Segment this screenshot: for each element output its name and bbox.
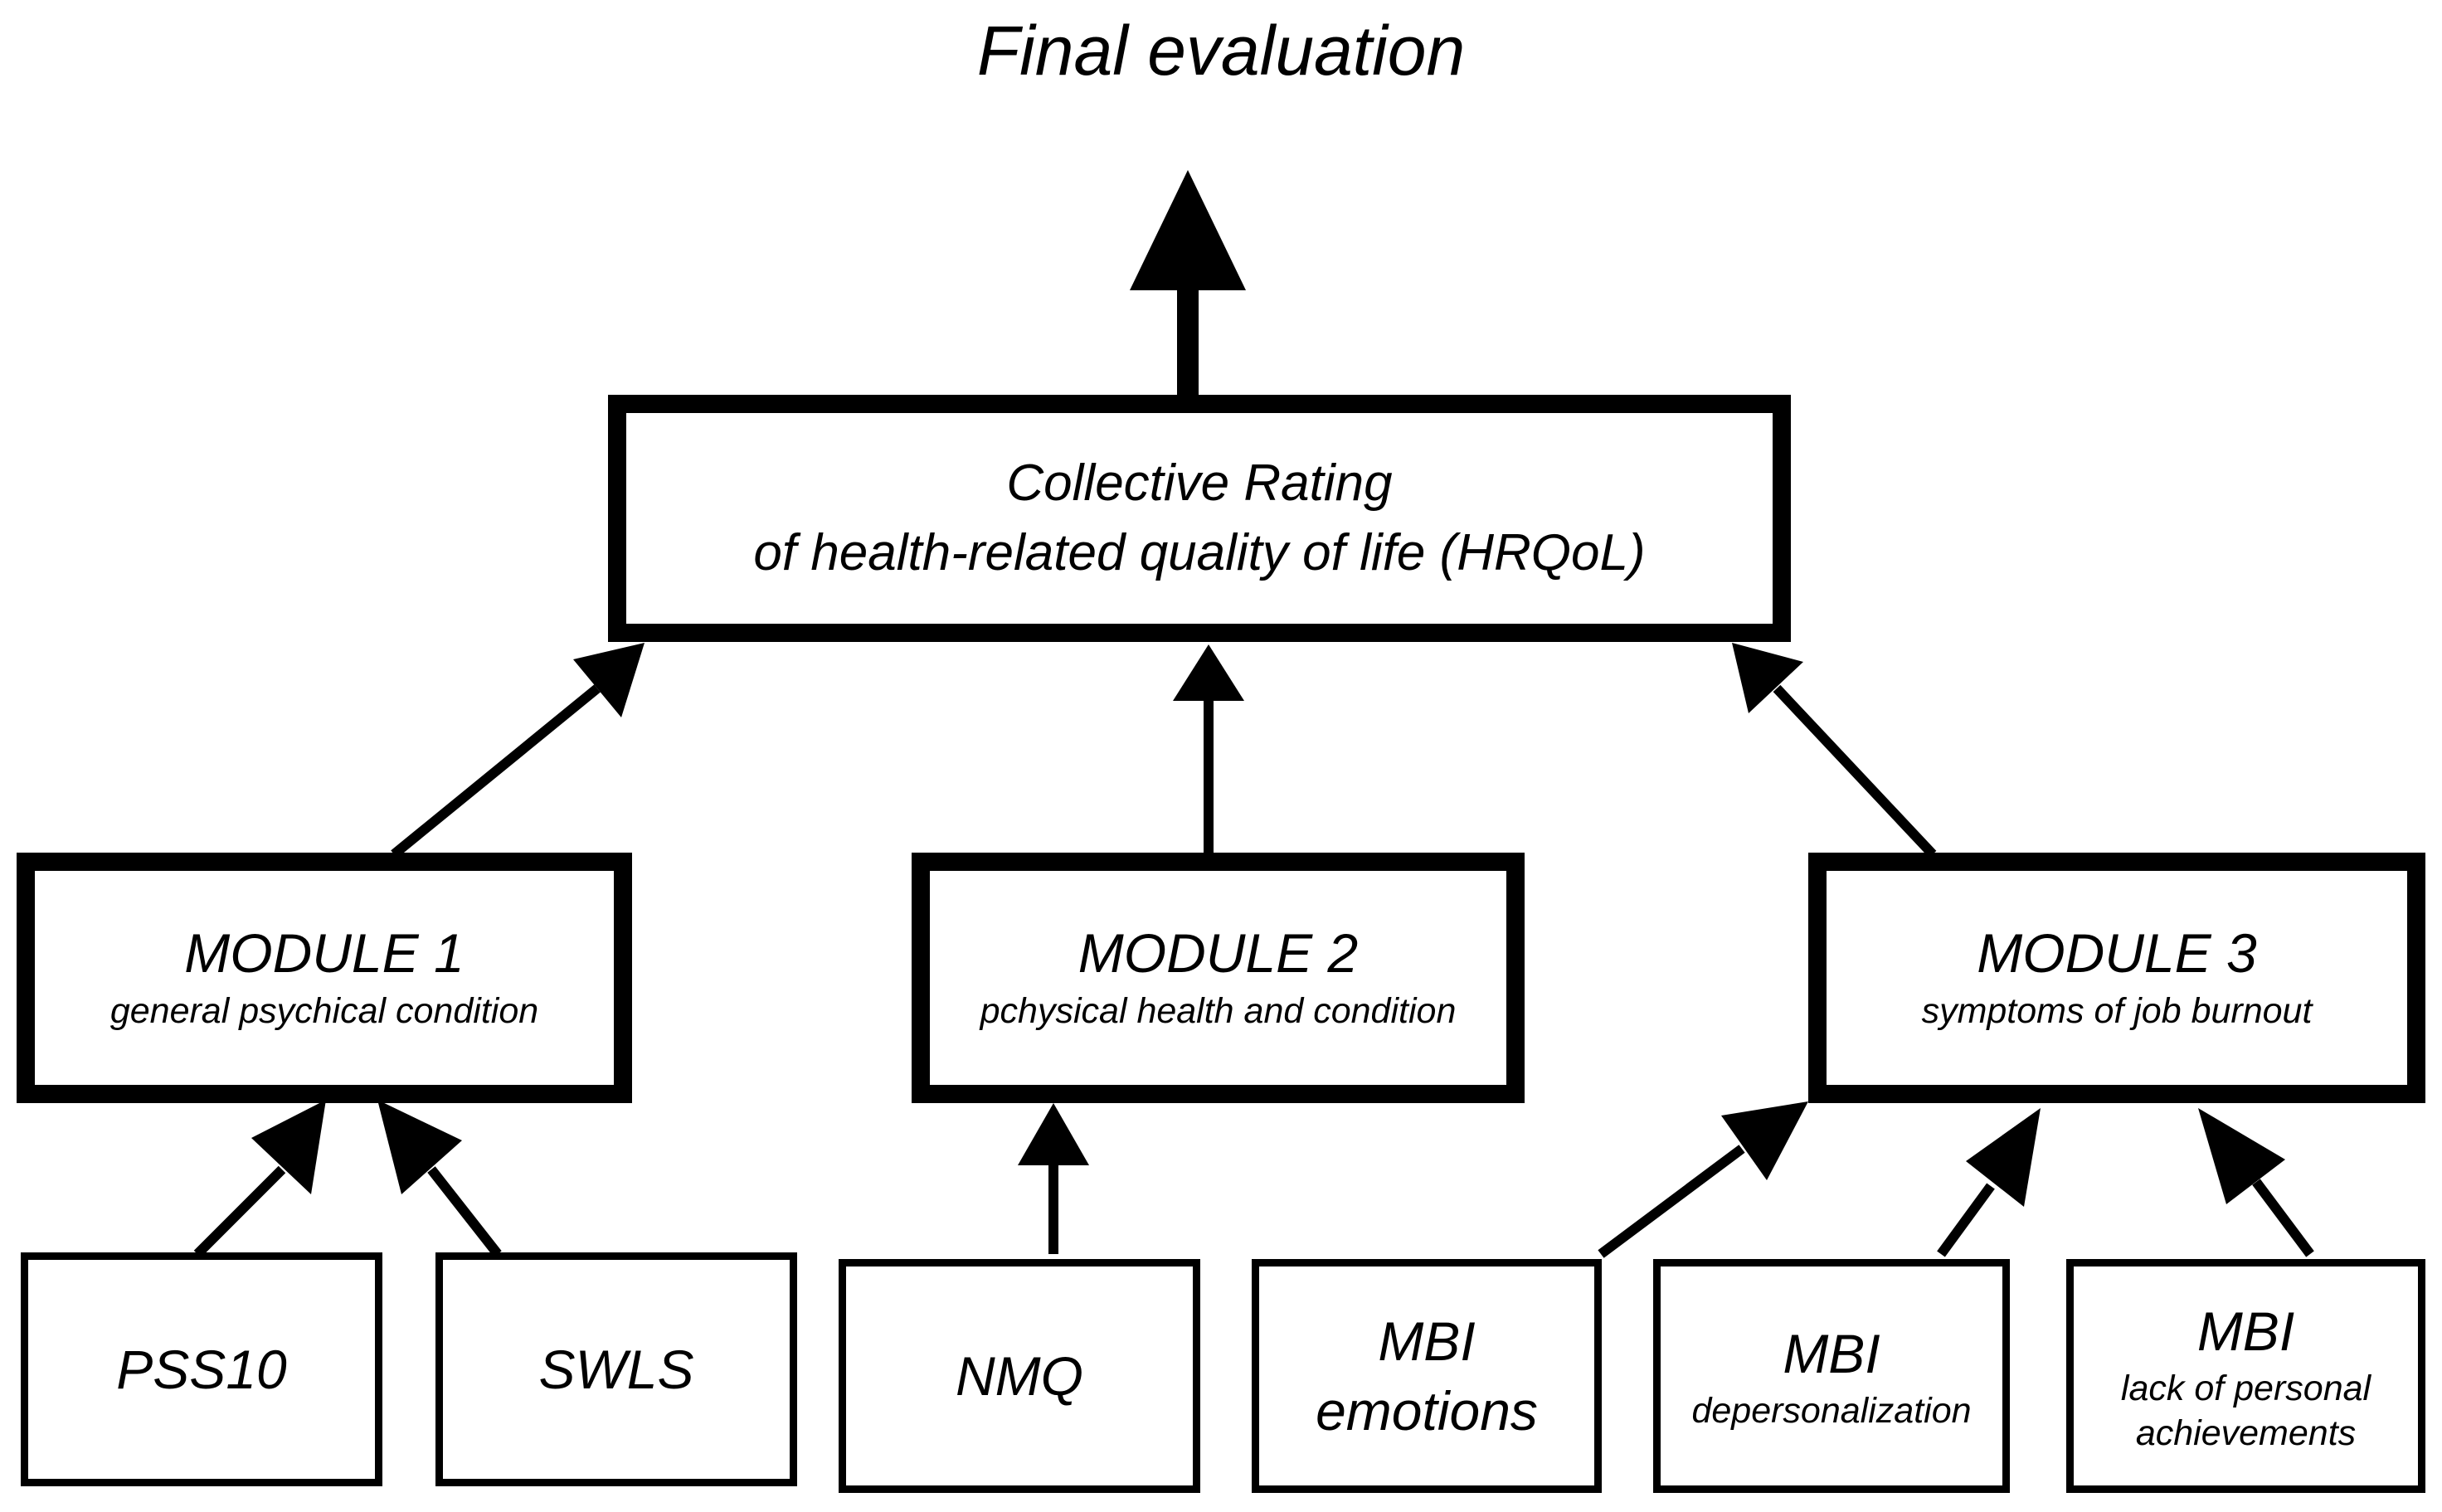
arrow-mbi-depersonalization-to-module3	[1937, 1183, 1995, 1257]
mbi-emotions-line1: MBI	[1378, 1310, 1476, 1372]
arrowhead-final	[1130, 170, 1246, 290]
nmq-box: NMQ	[839, 1259, 1200, 1493]
mbi-emotions-box: MBI emotions	[1252, 1259, 1602, 1493]
arrowhead-mbi-achievements	[2198, 1108, 2285, 1204]
arrowhead-module3	[1732, 643, 1803, 713]
arrow-swls-to-module1	[427, 1166, 502, 1257]
swls-box: SWLS	[435, 1252, 797, 1486]
arrowhead-swls	[377, 1100, 462, 1194]
arrowhead-pss10	[251, 1100, 326, 1194]
module-3-box: MODULE 3 symptoms of job burnout	[1808, 853, 2425, 1103]
mbi-depersonalization-box: MBI depersonalization	[1653, 1259, 2010, 1493]
arrowhead-nmq	[1018, 1103, 1089, 1165]
arrowhead-mbi-emotions	[1721, 1101, 1808, 1180]
module-1-description: general psychical condition	[109, 991, 539, 1031]
module-1-box: MODULE 1 general psychical condition	[17, 853, 632, 1103]
mbi-depersonalization-line1: MBI	[1783, 1323, 1880, 1384]
arrow-mbi-emotions-to-module3	[1598, 1145, 1745, 1258]
module-2-description: pchysical health and condition	[980, 991, 1457, 1031]
mbi-achievements-line2: lack of personal	[2120, 1369, 2371, 1408]
module-3-name: MODULE 3	[1977, 922, 2257, 984]
final-evaluation-heading: Final evaluation	[976, 12, 1466, 90]
module-1-name: MODULE 1	[184, 922, 465, 984]
arrowhead-mbi-depersonalization	[1966, 1108, 2041, 1207]
arrow-module1-to-collective	[391, 684, 601, 858]
arrowhead-module1	[573, 643, 645, 717]
arrow-mbi-achievements-to-module3	[2252, 1179, 2314, 1257]
mbi-achievements-line1: MBI	[2196, 1301, 2295, 1362]
nmq-label: NMQ	[956, 1345, 1083, 1407]
pss10-label: PSS10	[116, 1339, 287, 1400]
module-2-name: MODULE 2	[1077, 922, 1359, 984]
mbi-achievements-line3: achievements	[2135, 1413, 2357, 1453]
arrowhead-module2	[1173, 644, 1244, 701]
arrow-pss10-to-module1	[193, 1165, 286, 1258]
pss10-box: PSS10	[21, 1252, 382, 1486]
collective-rating-subtitle: of health-related quality of life (HRQoL…	[753, 524, 1646, 581]
swls-label: SWLS	[538, 1339, 694, 1400]
mbi-depersonalization-line2: depersonalization	[1691, 1391, 1972, 1431]
module-3-description: symptoms of job burnout	[1921, 991, 2313, 1031]
mbi-achievements-box: MBI lack of personal achievements	[2066, 1259, 2425, 1493]
module-2-box: MODULE 2 pchysical health and condition	[912, 853, 1525, 1103]
collective-rating-box: Collective Rating of health-related qual…	[608, 395, 1791, 642]
mbi-emotions-line2: emotions	[1316, 1380, 1538, 1442]
collective-rating-title: Collective Rating	[1006, 455, 1393, 512]
arrow-module3-to-collective	[1773, 684, 1937, 858]
